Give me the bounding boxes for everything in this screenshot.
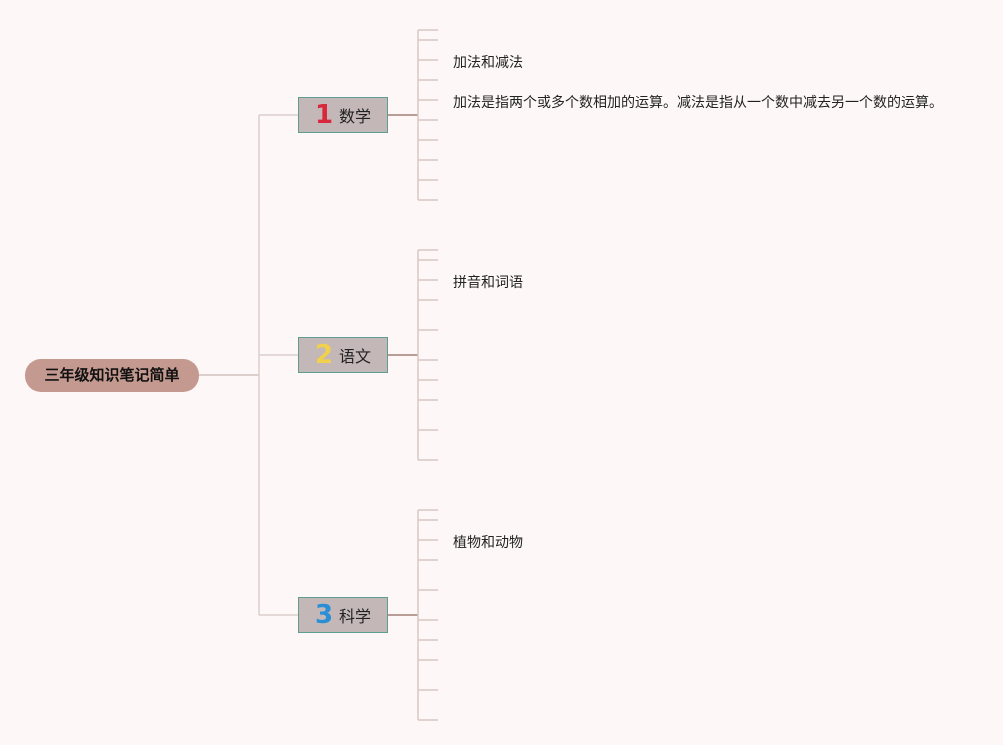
leaf-chinese-topic[interactable]: 拼音和词语 [453,275,523,291]
branch-node-science[interactable]: 3 科学 [298,597,388,633]
branch-node-chinese[interactable]: 2 语文 [298,337,388,373]
number-2-icon: 2 [314,340,334,370]
number-1-icon: 1 [314,100,334,130]
leaf-math-topic[interactable]: 加法和减法 [453,55,523,71]
branch-label-science: 科学 [339,607,372,626]
leaf-math-note[interactable]: 加法是指两个或多个数相加的运算。减法是指从一个数中减去另一个数的运算。 [453,95,943,111]
branch-label-chinese: 语文 [339,347,372,366]
leaf-science-topic[interactable]: 植物和动物 [453,535,523,551]
branch-label-math: 数学 [339,107,372,126]
root-label: 三年级知识笔记简单 [44,366,180,384]
root-node[interactable]: 三年级知识笔记简单 [25,359,199,392]
number-3-icon: 3 [314,600,334,630]
branch-node-math[interactable]: 1 数学 [298,97,388,133]
